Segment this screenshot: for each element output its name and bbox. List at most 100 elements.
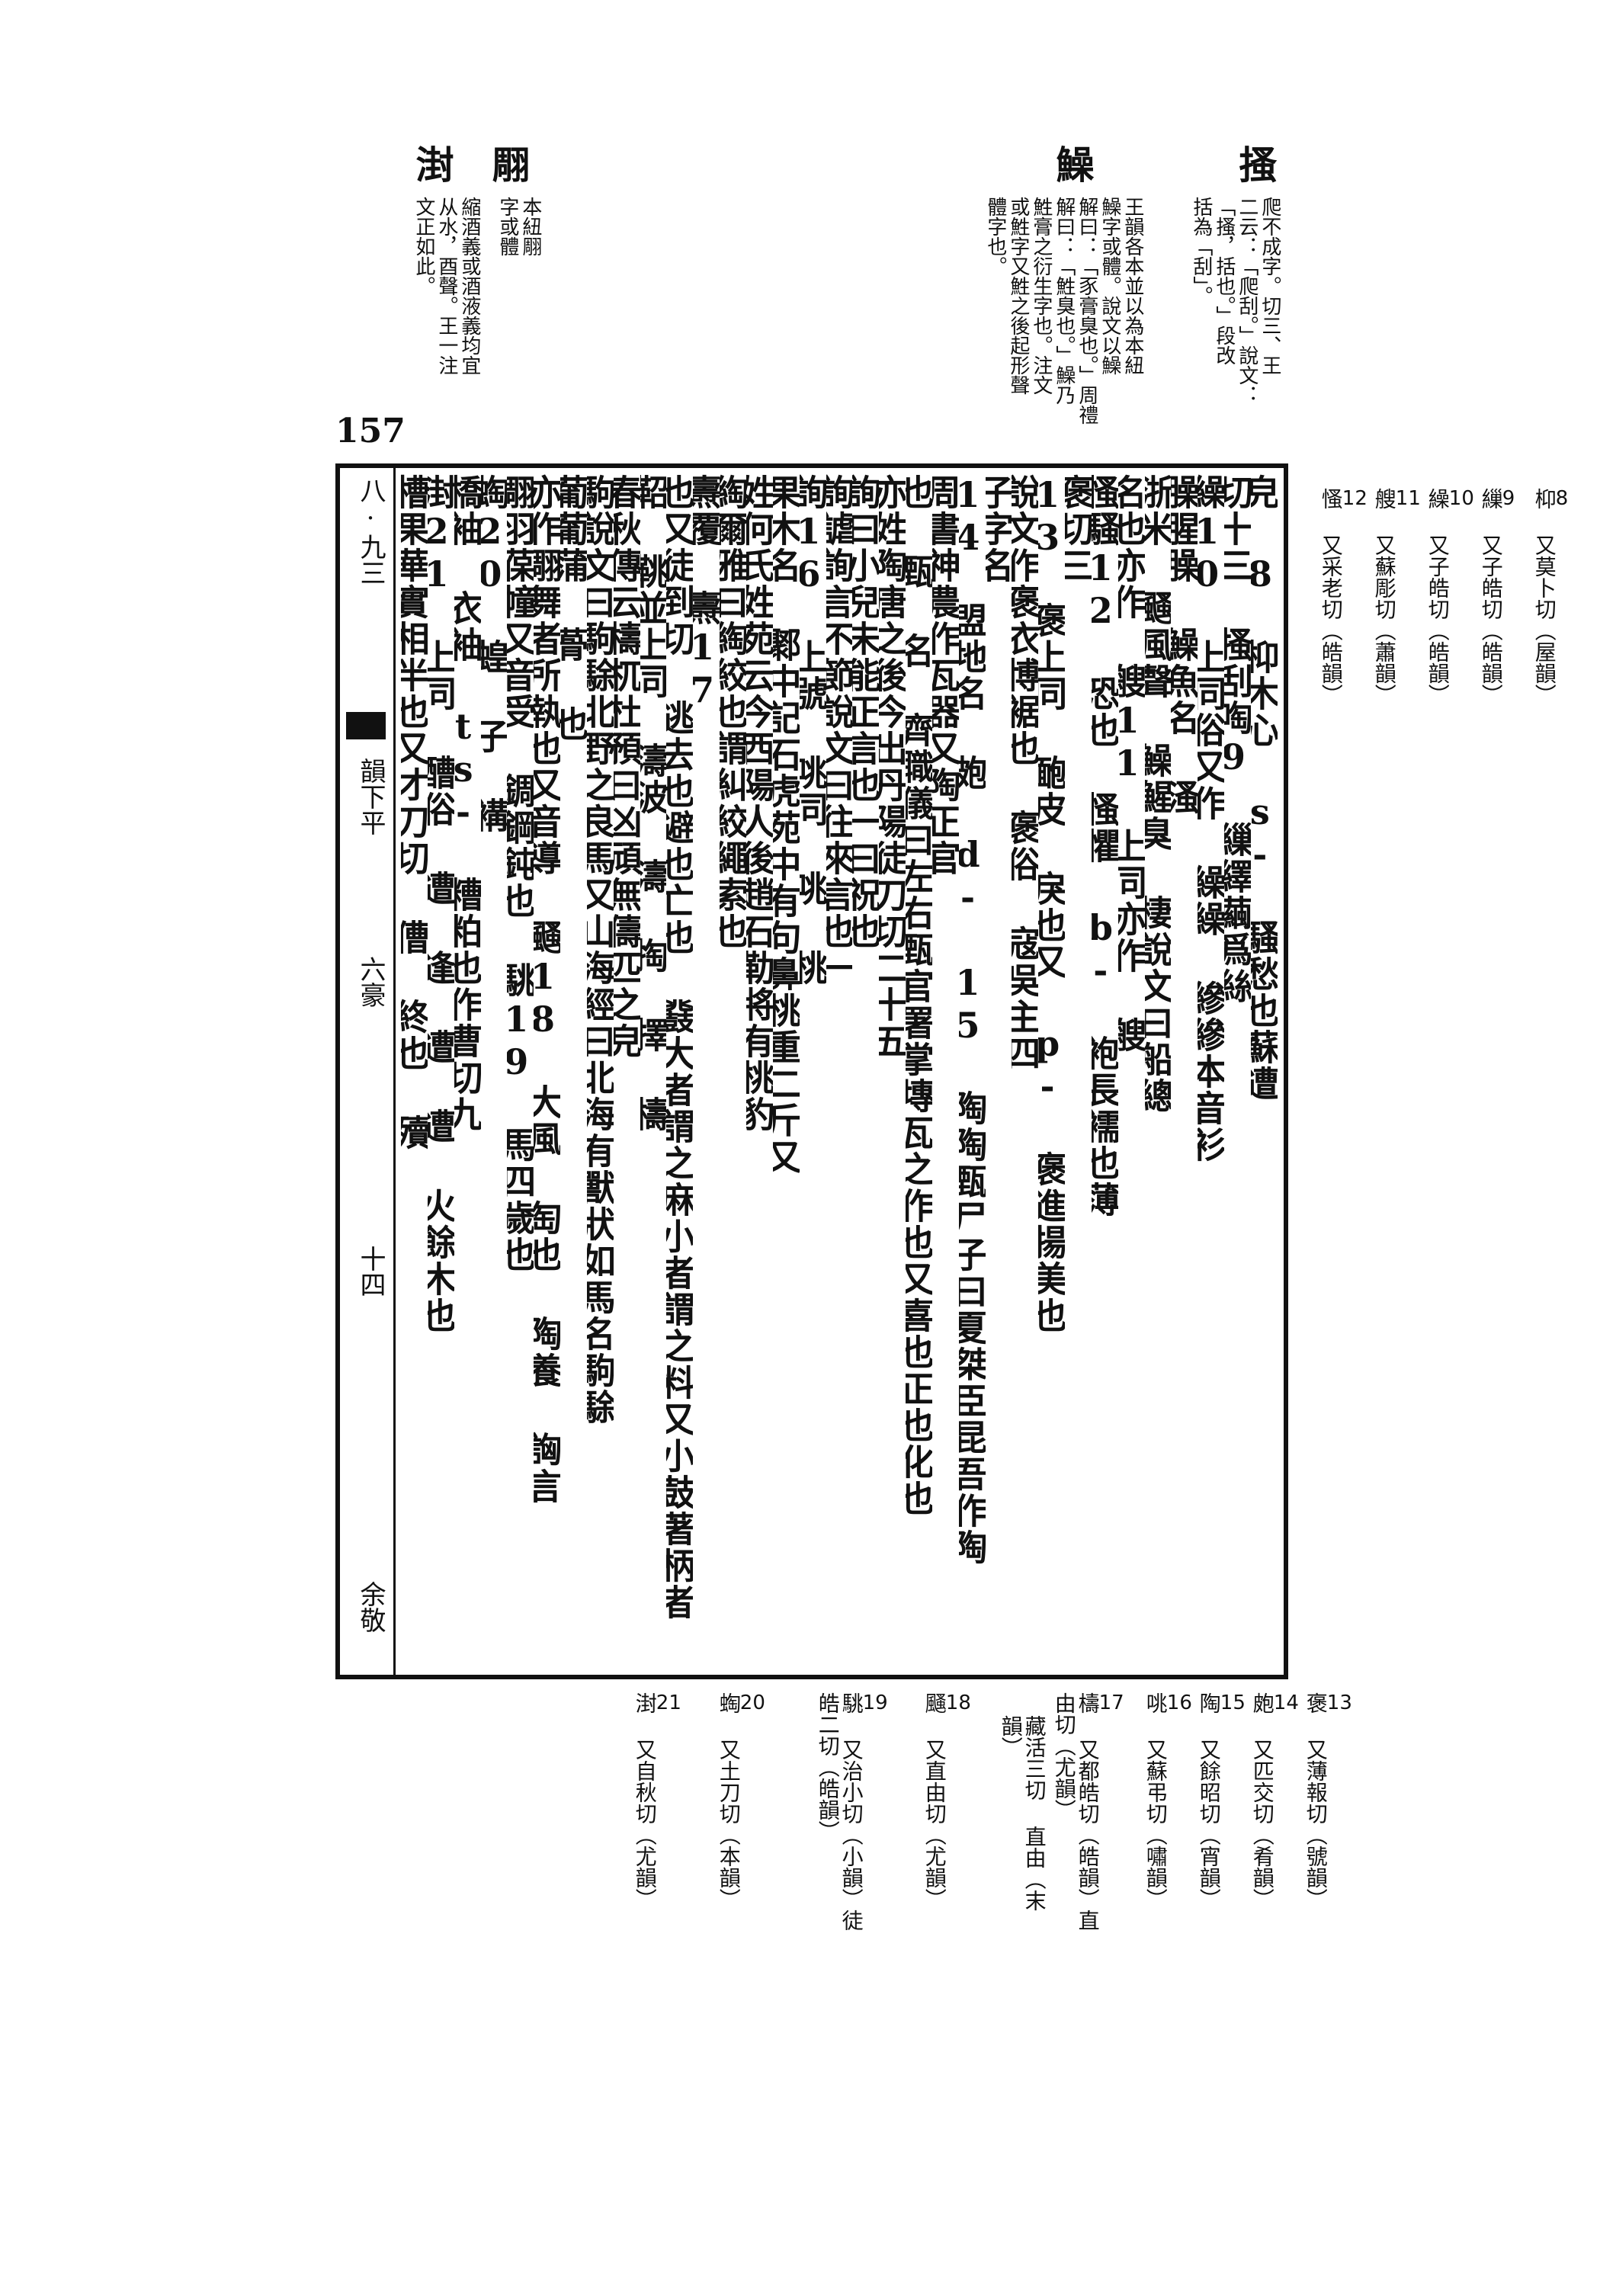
annotation-line: 解曰：「豕膏臭也。」周禮 — [1075, 197, 1098, 425]
annotation-line: 文正如此。 — [412, 197, 435, 296]
text-column: 繰10 上同俗又作 繰繰 縿縿本音衫 — [1198, 474, 1225, 1163]
note-number: 20 — [739, 1692, 765, 1714]
note-item: 19 駣 又治小切（小韻）徒皓二切（皓韻） — [816, 1692, 888, 1936]
main-text-frame: 八·九三 韻下平 六豪 十四 余敬 皃 8 枊木心 s- 騷愁也蘇遭 切十三 搔… — [335, 463, 1288, 1679]
text-column: 詢16 上號 咷同 咷 桃 — [799, 474, 826, 986]
note-text: 檮 又都皓切（皓韻）直由切（尤韻） — [1051, 1692, 1101, 1931]
annotation-line: 鱢字或體。說文以鱢 — [1098, 197, 1121, 375]
annotation-line: 「搔，括也。」段改 — [1212, 197, 1236, 365]
note-number: 8 — [1555, 487, 1569, 510]
note-number: 19 — [862, 1692, 888, 1714]
strip-page-code: 八·九三 — [355, 477, 386, 585]
note-number: 9 — [1502, 487, 1515, 510]
annotation-line: 體字也。 — [983, 197, 1007, 276]
note-item: 21 湗 又自秋切（尤韻） — [633, 1692, 681, 1910]
annotation-line: 字或體 — [495, 197, 519, 256]
note-text: 湗 又自秋切（尤韻） — [632, 1692, 658, 1910]
text-column: 春秋傳云檮杌杜預曰凶頑無儔匹之皃 — [613, 474, 640, 1060]
note-text: 繰 又子皓切（皓韻） — [1425, 488, 1451, 705]
annotation-head: 翢 — [486, 145, 531, 183]
text-column: 果木名 鄹中記石虎苑中有句鼻桃重二斤又 — [772, 474, 800, 1175]
text-column: 橋袖 衣袖 ts- 糟粕也作曹切九 — [454, 474, 481, 1133]
text-column: 鞀 鞉並上同 濤波 濤 掏 擇 檮 — [640, 474, 667, 1133]
note-text: 艘 又蘇彫切（蕭韻） — [1371, 488, 1397, 705]
page-number: 157 — [335, 412, 406, 451]
note-text: 枊 又莫卜切（屋韻） — [1531, 488, 1557, 705]
strip-leaf-number: 十四 — [355, 1246, 386, 1297]
note-number: 17 — [1098, 1692, 1124, 1714]
main-columns: 皃 8 枊木心 s- 騷愁也蘇遭 切十三 搔刮啕9 繅繹繭爲絲 繰10 上同俗又… — [401, 474, 1278, 1669]
note-text: 褒 又薄報切（號韻） — [1303, 1692, 1329, 1910]
text-column: 槽果華實相半也又才刀切 傮 終也 殰 — [401, 474, 428, 1151]
note-number: 10 — [1448, 487, 1474, 510]
text-column: 名也亦作 艘11 上同亦作 艘 — [1117, 474, 1145, 1053]
note-text: 駣 又治小切（小韻）徒皓二切（皓韻） — [815, 1692, 864, 1931]
text-column: 皃 8 枊木心 s- 騷愁也蘇遭 — [1251, 474, 1278, 1102]
note-text: 慅 又采老切（皓韻） — [1318, 488, 1344, 705]
text-column: 葡葡蒲 蓇 也 — [560, 474, 587, 742]
note-item: 15 陶 又餘昭切（宵韻） — [1197, 1692, 1246, 1910]
text-column: 詢謔詢言不節說文曰往來言也一 — [826, 474, 853, 986]
annotation-line: 二云：「爬刮。」說文： — [1235, 197, 1258, 405]
note-number: 13 — [1326, 1692, 1352, 1714]
annotation-line: 爬不成字。切三、王 — [1258, 197, 1281, 375]
note-item: 8 枊 又莫卜切（屋韻） — [1531, 487, 1569, 705]
text-column: 13 褒上同 靤皮 戾也又 p- 褒進揚美也 — [1038, 474, 1066, 1334]
annotation-line: 或鮏字又鮏之後起形聲 — [1006, 197, 1030, 395]
text-column: 亦姓陶唐之後今出丹陽徒刀切二十五 — [879, 474, 906, 1060]
bottom-notes: 13 褒 又薄報切（號韻） 14 皰 又匹交切（肴韻） 15 陶 又餘昭切（宵韻… — [595, 1692, 1357, 1936]
note-text: 陶 又餘昭切（宵韻） — [1196, 1692, 1222, 1910]
text-column: 14 盟地名 皰 d- 15 陶陶甄尸子曰夏桀臣昆吾作陶 — [958, 474, 986, 1566]
note-item: 20 蜪 又土刀切（本韻） — [717, 1692, 765, 1910]
note-number: 14 — [1273, 1692, 1299, 1714]
text-column: 綯爾雅曰綯絞也謂糾絞繩索也 — [720, 474, 746, 950]
strip-bottom-text: 余敬 — [355, 1581, 386, 1633]
note-item: 10 繰 又子皓切（皓韻） — [1425, 488, 1474, 705]
note-number: 18 — [945, 1692, 971, 1714]
annotation-line: 王韻各本並以為本紐 — [1121, 197, 1144, 375]
annotation-head: 湗 — [409, 145, 455, 183]
annotation-head: 搔 — [1233, 145, 1278, 183]
note-text: 皰 又匹交切（肴韻） — [1249, 1692, 1275, 1910]
text-column: 周書神農作瓦器又陶正官 — [931, 474, 959, 877]
strip-fishtail-mark — [346, 712, 386, 739]
note-item: 藏活三切 直由（末韻） — [998, 1715, 1047, 1936]
text-column: 蜪20 蝗 子 褠 — [480, 474, 508, 834]
text-column: 姓何氏姓苑云今西陽人後趙石勒將有桃豹 — [745, 474, 773, 1133]
note-item: 12 慅 又采老切（皓韻） — [1319, 488, 1368, 705]
annotation-line: 括為「刮」。 — [1189, 197, 1213, 306]
annotation-line: 解曰：「鮏臭也。」鱢乃 — [1052, 197, 1076, 405]
note-item: 18 颾 又直由切（尤韻） — [922, 1692, 971, 1910]
text-column: 切十三 搔刮啕9 繅繹繭爲絲 — [1224, 474, 1251, 1005]
text-column: 說文作褒衣博裾也 褒俗 寇吳主四 — [1012, 474, 1039, 1072]
strip-section: 六豪 — [355, 956, 386, 1008]
note-number: 21 — [656, 1692, 681, 1714]
annotation-line: 縮酒義或酒液義均宜 — [457, 197, 481, 375]
note-number: 16 — [1166, 1692, 1192, 1714]
text-column: 也又徒到切 逃去也避也亡也 鼗大者謂之麻小者謂之料又小鼓著柄者 — [666, 474, 694, 1621]
text-column: 駒說文曰駒駼北野之良馬又山海經曰北海有獸狀如馬名駒駼 — [586, 474, 614, 1425]
text-column: 亦作翢舞者所執也又音導 颾18 大風 匋也 陶養 詾言 — [534, 474, 561, 1505]
note-number: 12 — [1342, 487, 1368, 510]
note-text: 繅 又子皓切（皓韻） — [1478, 488, 1504, 705]
right-notes: 8 枊 又莫卜切（屋韻） 9 繅 又子皓切（皓韻） 10 繰 又子皓切（皓韻） … — [1296, 488, 1570, 1555]
text-column: 子字名 — [985, 474, 1012, 584]
note-item: 17 檮 又都皓切（皓韻）直由切（尤韻） — [1052, 1692, 1124, 1936]
note-number: 15 — [1220, 1692, 1246, 1714]
annotation-line: 本紐翢 — [518, 197, 542, 256]
text-column: 詢曰小兒未能正言也一曰祝也 — [852, 474, 880, 950]
text-column: 浙米 颾風聲 鱢鯹臭 棲說文曰船總 — [1144, 474, 1172, 1114]
text-column: 翢羽葆幢又音受 錭鋼鈍也 駣19 馬四歲也 — [507, 474, 534, 1273]
margin-strip: 八·九三 韻下平 六豪 十四 余敬 — [340, 468, 396, 1675]
note-text: 咷 又蘇弔切（嘯韻） — [1143, 1692, 1169, 1910]
note-item: 11 艘 又蘇彫切（蕭韻） — [1372, 488, 1421, 705]
note-text: 藏活三切 直由（末韻） — [998, 1715, 1047, 1911]
note-text: 蜪 又土刀切（本韻） — [716, 1692, 742, 1910]
strip-rhyme-volume: 韻下平 — [355, 758, 386, 835]
text-column: 慅騷12 恐也 慅懼 b- 袍長襦也薄 — [1091, 474, 1118, 1218]
annotation-head: 鱢 — [1050, 145, 1095, 183]
note-text: 颾 又直由切（尤韻） — [922, 1692, 947, 1910]
annotation-line: 从水，酉聲。王一注 — [434, 197, 458, 375]
annotation-line: 鮏膏之衍生字也。注文 — [1029, 197, 1053, 395]
note-item: 13 褒 又薄報切（號韻） — [1303, 1692, 1352, 1910]
